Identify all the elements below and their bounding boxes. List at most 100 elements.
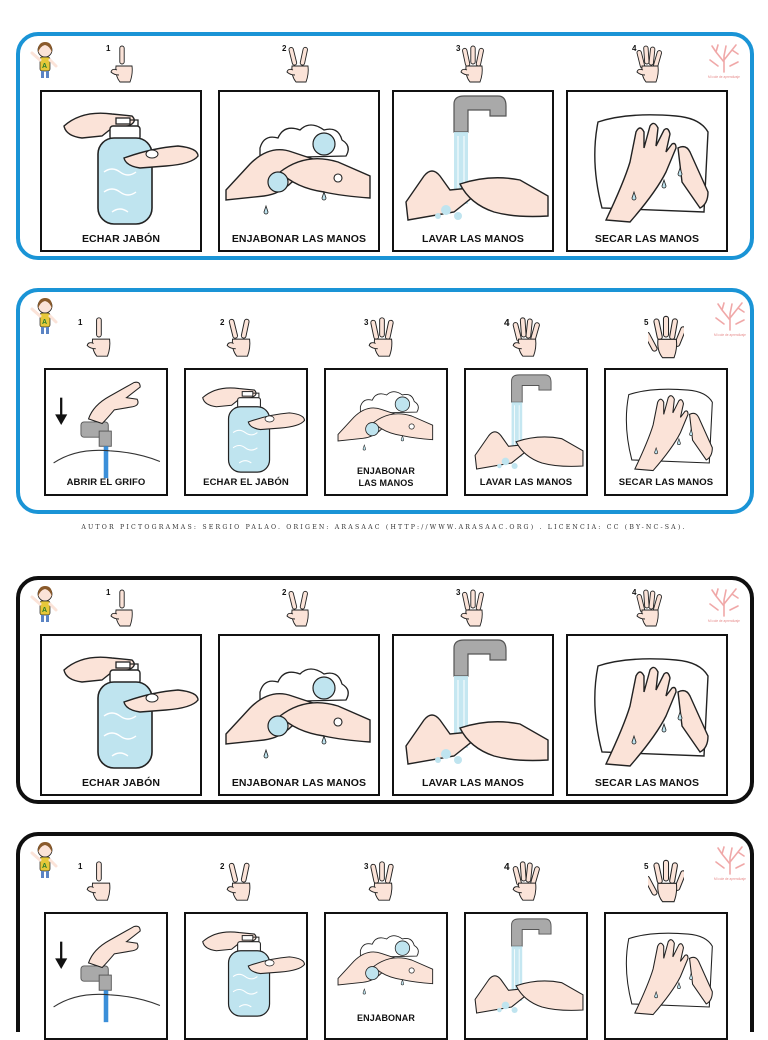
routine-panel-4: A Mi cole de aprendizaje 1 2 3 4 5 xyxy=(16,832,754,1040)
counting-hand-icon xyxy=(86,861,111,901)
step-number: 4 xyxy=(504,318,510,329)
svg-text:Mi cole de aprendizaje: Mi cole de aprendizaje xyxy=(714,877,746,881)
step-caption: LAVAR LAS MANOS xyxy=(421,233,525,245)
step-number: 2 xyxy=(220,318,225,327)
step-card: ECHAR JABÓN xyxy=(40,634,202,796)
counting-hand-icon xyxy=(648,315,684,359)
child-avatar-icon: A xyxy=(30,842,58,878)
step-card: LAVAR LAS MANOS xyxy=(464,368,588,496)
step-caption: ENJABONAR LAS MANOS xyxy=(357,466,415,488)
step-card xyxy=(184,912,308,1040)
step-caption: ABRIR EL GRIFO xyxy=(66,477,146,488)
step-picture xyxy=(405,639,549,765)
step-number: 1 xyxy=(78,318,83,327)
step-caption: ECHAR JABÓN xyxy=(81,233,161,245)
step-caption: ENJABONAR xyxy=(357,1013,415,1023)
routine-panel-3: A Mi cole de aprendizaje 1 2 3 4 ECHAR J… xyxy=(16,576,754,804)
step-card xyxy=(604,912,728,1040)
counting-hand-icon xyxy=(286,590,309,627)
step-picture xyxy=(225,124,371,215)
step-card: ABRIR EL GRIFO xyxy=(44,368,168,496)
counting-hand-icon xyxy=(86,317,111,357)
step-number: 1 xyxy=(106,588,111,597)
step-picture xyxy=(225,668,371,759)
step-card: ENJABONAR xyxy=(324,912,448,1040)
step-picture xyxy=(53,925,161,1023)
counting-hand-icon xyxy=(648,859,684,903)
routine-panel-2: A Mi cole de aprendizaje 1 2 3 4 5 ABRIR… xyxy=(16,288,754,514)
step-card: ECHAR JABÓN xyxy=(40,90,202,252)
counting-hand-icon xyxy=(226,862,251,901)
step-picture xyxy=(337,935,434,995)
step-caption: LAVAR LAS MANOS xyxy=(479,477,573,488)
credit-line: AUTOR PICTOGRAMAS: SERGIO PALAO. ORIGEN:… xyxy=(81,524,687,531)
step-caption: ENJABONAR LAS MANOS xyxy=(231,233,367,245)
step-caption: LAVAR LAS MANOS xyxy=(421,777,525,789)
step-picture xyxy=(474,918,584,1014)
coral-logo-icon: Mi cole de aprendizaje xyxy=(708,44,740,79)
svg-text:A: A xyxy=(42,863,47,870)
coral-logo-icon: Mi cole de aprendizaje xyxy=(714,302,746,337)
step-number: 2 xyxy=(282,588,287,597)
step-picture xyxy=(594,658,709,767)
coral-logo-icon: Mi cole de aprendizaje xyxy=(714,846,746,881)
step-number: 3 xyxy=(456,44,461,53)
step-number: 5 xyxy=(644,318,649,327)
svg-text:A: A xyxy=(42,319,47,326)
step-caption: SECAR LAS MANOS xyxy=(594,233,700,245)
step-number: 2 xyxy=(220,862,225,871)
step-number: 5 xyxy=(644,862,649,871)
step-caption: ECHAR EL JABÓN xyxy=(203,477,289,488)
counting-hand-icon xyxy=(512,317,540,357)
step-card: LAVAR LAS MANOS xyxy=(392,90,554,252)
counting-hand-icon xyxy=(110,45,133,83)
step-card xyxy=(44,912,168,1040)
counting-hand-icon xyxy=(636,45,663,83)
step-picture xyxy=(625,932,713,1016)
step-number: 1 xyxy=(106,44,111,53)
step-number: 2 xyxy=(282,44,287,53)
step-card: SECAR LAS MANOS xyxy=(566,90,728,252)
step-number: 3 xyxy=(364,318,369,327)
step-card: ENJABONAR LAS MANOS xyxy=(218,634,380,796)
counting-hand-icon xyxy=(460,45,484,83)
routine-panel-1: A Mi cole de aprendizaje 1 2 3 4 ECHAR J… xyxy=(16,32,754,260)
step-number: 1 xyxy=(78,862,83,871)
counting-hand-icon xyxy=(286,46,309,83)
step-card: ENJABONAR LAS MANOS xyxy=(324,368,448,496)
step-number: 4 xyxy=(504,862,510,873)
step-picture xyxy=(337,391,434,451)
child-avatar-icon: A xyxy=(30,586,58,622)
step-caption: SECAR LAS MANOS xyxy=(594,777,700,789)
counting-hand-icon xyxy=(636,589,663,627)
step-picture xyxy=(405,95,549,221)
step-picture xyxy=(202,931,306,1017)
step-card: LAVAR LAS MANOS xyxy=(392,634,554,796)
step-number: 3 xyxy=(364,862,369,871)
svg-text:Mi cole de aprendizaje: Mi cole de aprendizaje xyxy=(708,75,740,79)
counting-hand-icon xyxy=(226,318,251,357)
child-avatar-icon: A xyxy=(30,42,58,78)
step-card: SECAR LAS MANOS xyxy=(604,368,728,496)
step-card: ECHAR EL JABÓN xyxy=(184,368,308,496)
step-picture xyxy=(63,656,199,769)
step-picture xyxy=(474,374,584,470)
step-caption: ENJABONAR LAS MANOS xyxy=(231,777,367,789)
svg-text:Mi cole de aprendizaje: Mi cole de aprendizaje xyxy=(714,333,746,337)
step-card: SECAR LAS MANOS xyxy=(566,634,728,796)
step-card: ENJABONAR LAS MANOS xyxy=(218,90,380,252)
counting-hand-icon xyxy=(368,317,394,357)
child-avatar-icon: A xyxy=(30,298,58,334)
coral-logo-icon: Mi cole de aprendizaje xyxy=(708,588,740,623)
step-caption: ECHAR JABÓN xyxy=(81,777,161,789)
step-picture xyxy=(63,112,199,225)
counting-hand-icon xyxy=(512,861,540,901)
step-picture xyxy=(202,387,306,473)
step-number: 3 xyxy=(456,588,461,597)
step-number: 4 xyxy=(632,44,637,53)
svg-text:A: A xyxy=(42,63,47,70)
svg-text:Mi cole de aprendizaje: Mi cole de aprendizaje xyxy=(708,619,740,623)
step-number: 4 xyxy=(632,588,637,597)
svg-text:A: A xyxy=(42,607,47,614)
step-picture xyxy=(594,114,709,223)
